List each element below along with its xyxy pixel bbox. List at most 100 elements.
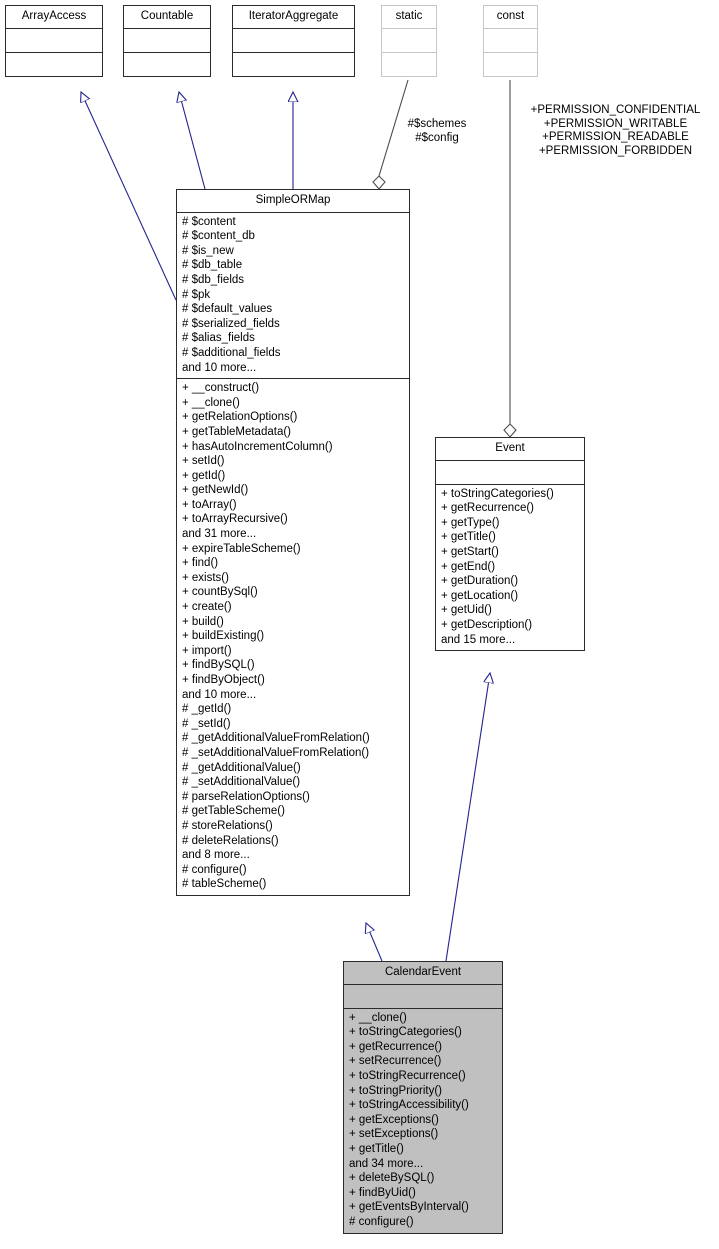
class-title-calendarevent: CalendarEvent: [344, 962, 502, 985]
class-node-calendarevent[interactable]: CalendarEvent + __clone()+ toStringCateg…: [343, 961, 503, 1234]
class-member: # _setId(): [182, 717, 231, 730]
class-member: + getType(): [441, 516, 500, 529]
edge-label-line: #$config: [415, 131, 459, 144]
class-member: + findByUid(): [349, 1186, 416, 1199]
class-operations-arrayaccess: [6, 53, 102, 76]
class-member: + toArray(): [182, 498, 237, 511]
class-member: and 8 more...: [182, 849, 250, 862]
class-member: + buildExisting(): [182, 630, 265, 643]
class-operations-iteratoraggregate: [233, 53, 354, 76]
class-attributes-simpleormap: # $content# $content_db# $is_new# $db_ta…: [177, 213, 409, 380]
class-member: + getDuration(): [441, 575, 519, 588]
class-member: # $is_new: [182, 244, 234, 257]
class-member: # _getAdditionalValue(): [182, 761, 301, 774]
class-attributes-calendarevent: [344, 985, 502, 1009]
class-member: + getEnd(): [441, 560, 496, 573]
class-member: + getEventsByInterval(): [349, 1201, 469, 1214]
edge-calendarevent-event: [445, 673, 490, 962]
edge-label-line: +PERMISSION_CONFIDENTIAL: [530, 104, 701, 116]
class-member: # $content_db: [182, 230, 255, 243]
edge-calendarevent-simpleormap: [366, 923, 383, 962]
class-member: # $serialized_fields: [182, 317, 280, 330]
class-node-simpleormap[interactable]: SimpleORMap # $content# $content_db# $is…: [176, 189, 410, 896]
class-member: # configure(): [349, 1215, 414, 1228]
class-title-iteratoraggregate: IteratorAggregate: [233, 6, 354, 29]
class-operations-event: + toStringCategories()+ getRecurrence()+…: [436, 485, 584, 651]
class-title-arrayaccess: ArrayAccess: [6, 6, 102, 29]
class-member: + exists(): [182, 571, 229, 584]
class-node-const[interactable]: const: [483, 5, 538, 77]
class-member: + toStringPriority(): [349, 1084, 442, 1097]
class-member: and 31 more...: [182, 528, 257, 541]
class-member: + deleteBySQL(): [349, 1172, 435, 1185]
class-member: # $pk: [182, 288, 211, 301]
class-node-iteratoraggregate[interactable]: IteratorAggregate: [232, 5, 355, 77]
class-member: + toStringCategories(): [441, 487, 554, 500]
class-attributes-static: [382, 29, 436, 53]
class-member: + __clone(): [182, 396, 240, 409]
edge-label-static-schemes: #$schemes #$config: [382, 118, 492, 145]
class-member: + toStringRecurrence(): [349, 1069, 466, 1082]
class-member: + import(): [182, 644, 232, 657]
class-member: + __construct(): [182, 382, 260, 395]
class-member: and 15 more...: [441, 633, 516, 646]
class-member: + setId(): [182, 455, 225, 468]
class-operations-simpleormap: + __construct()+ __clone() + getRelationO…: [177, 379, 409, 895]
class-member: + getTitle(): [441, 531, 496, 544]
class-member: # _setAdditionalValue(): [182, 776, 301, 789]
class-member: + getRecurrence(): [441, 502, 534, 515]
class-member: # $default_values: [182, 303, 273, 316]
class-member: + setRecurrence(): [349, 1055, 442, 1068]
class-attributes-iteratoraggregate: [233, 29, 354, 53]
class-member: + toArrayRecursive(): [182, 513, 288, 526]
class-operations-static: [382, 53, 436, 76]
edge-label-line: #$schemes: [407, 118, 467, 130]
edge-label-line: +PERMISSION_FORBIDDEN: [538, 144, 693, 157]
class-attributes-const: [484, 29, 537, 53]
class-title-static: static: [382, 6, 436, 29]
class-node-event[interactable]: Event + toStringCategories() + getRecurre…: [435, 437, 585, 652]
class-member: # $alias_fields: [182, 332, 255, 345]
class-member: and 34 more...: [349, 1157, 424, 1170]
edge-label-line: +PERMISSION_WRITABLE: [543, 117, 688, 130]
class-node-countable[interactable]: Countable: [123, 5, 211, 77]
class-operations-calendarevent: + __clone()+ toStringCategories()+ getRe…: [344, 1009, 502, 1233]
class-member: # configure(): [182, 863, 247, 876]
class-member: + findBySQL(): [182, 659, 255, 672]
class-title-event: Event: [436, 438, 584, 461]
class-member: # _setAdditionalValueFromRelation(): [182, 746, 370, 759]
class-member: + getRelationOptions(): [182, 411, 298, 424]
class-attributes-event: [436, 461, 584, 485]
class-attributes-countable: [124, 29, 210, 53]
class-member: and 10 more...: [182, 688, 257, 701]
class-member: and 10 more...: [182, 361, 257, 374]
edge-simpleormap-countable: [179, 92, 206, 190]
class-member: + getUid(): [441, 604, 492, 617]
class-member: + getTitle(): [349, 1142, 404, 1155]
class-member: + hasAutoIncrementColumn(): [182, 440, 333, 453]
class-member: # deleteRelations(): [182, 834, 279, 847]
class-member: + getId(): [182, 469, 226, 482]
class-member: + __clone(): [349, 1011, 407, 1024]
class-member: # parseRelationOptions(): [182, 790, 310, 803]
class-member: + setExceptions(): [349, 1128, 439, 1141]
class-member: # $additional_fields: [182, 346, 281, 359]
class-member: + getNewId(): [182, 484, 249, 497]
class-member: # _getAdditionalValueFromRelation(): [182, 732, 370, 745]
class-member: + create(): [182, 601, 232, 614]
class-member: # tableScheme(): [182, 878, 267, 891]
class-title-countable: Countable: [124, 6, 210, 29]
class-operations-countable: [124, 53, 210, 76]
class-node-arrayaccess[interactable]: ArrayAccess: [5, 5, 103, 77]
edge-label-const-permissions: +PERMISSION_CONFIDENTIAL +PERMISSION_WRI…: [512, 104, 719, 158]
edge-simpleormap-arrayaccess: [81, 92, 177, 301]
class-member: + getRecurrence(): [349, 1040, 442, 1053]
class-member: + findByObject(): [182, 674, 265, 686]
class-node-static[interactable]: static: [381, 5, 437, 77]
class-member: # storeRelations(): [182, 819, 273, 832]
class-attributes-arrayaccess: [6, 29, 102, 53]
class-member: # $db_fields: [182, 273, 245, 286]
class-title-simpleormap: SimpleORMap: [177, 190, 409, 213]
class-member: + getLocation(): [441, 589, 519, 602]
